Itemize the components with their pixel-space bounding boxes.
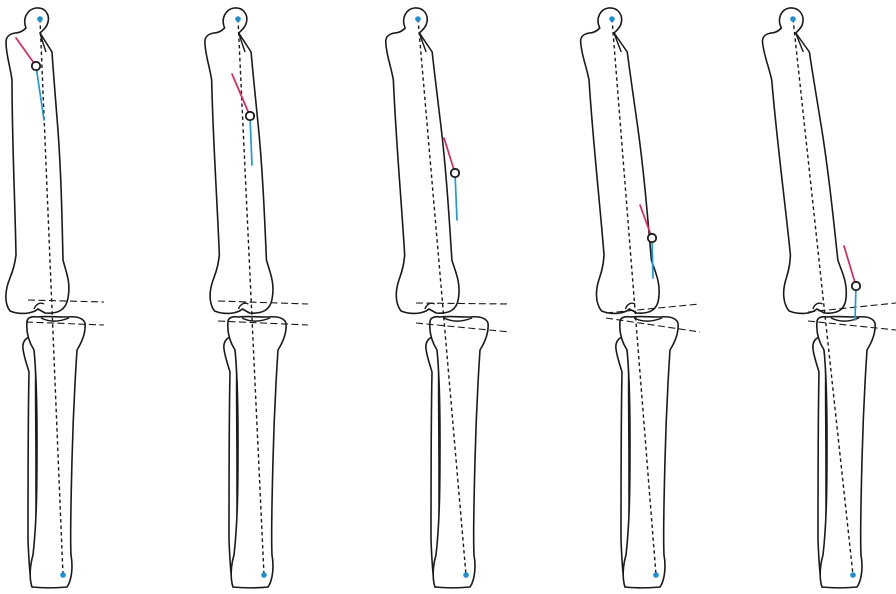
distal-segment-line-4 [651,237,654,279]
mechanical-axis-3 [417,18,467,576]
limb-panel-1 [5,7,105,589]
distal-femoral-joint-line-1 [27,299,105,303]
hip-center-dot-3 [415,16,421,22]
intercondylar-notch-4 [624,302,636,310]
femur-outline-4 [577,7,662,315]
distal-segment-line-2 [249,115,253,166]
intercondylar-notch-5 [812,302,823,310]
mechanical-axis-2 [237,18,265,576]
proximal-segment-line-3 [443,137,456,174]
ankle-center-dot-1 [60,572,66,578]
hip-center-dot-1 [37,16,43,22]
deformity-apex-marker-1 [30,60,42,72]
deformity-apex-marker-3 [449,167,461,179]
femur-3 [383,7,461,315]
femur-outline-3 [383,7,461,315]
proximal-segment-line-2 [231,73,251,117]
proximal-tibial-joint-line-4 [605,317,701,333]
deformity-apex-marker-5 [850,280,862,292]
tibial-plateau-5 [830,317,860,322]
distal-femoral-joint-line-2 [217,300,309,305]
femoral-neck-line-5 [795,32,805,53]
limb-panel-5 [758,7,896,589]
distal-segment-line-3 [454,172,458,221]
deformity-apex-marker-2 [244,110,256,122]
lower-leg-2 [223,315,287,589]
femur-2 [203,7,275,315]
proximal-segment-line-5 [843,245,857,287]
proximal-segment-line-1 [15,37,37,67]
ankle-center-dot-3 [463,572,469,578]
tibial-plateau-1 [40,317,70,322]
proximal-tibial-joint-line-5 [807,320,896,331]
femur-5 [758,7,850,315]
intercondylar-notch-1 [33,302,45,310]
hip-center-dot-2 [235,16,241,22]
lower-leg-3 [425,315,489,589]
ankle-center-dot-2 [261,572,267,578]
distal-femoral-joint-line-4 [605,303,701,314]
tibial-plateau-2 [241,317,271,322]
hip-center-dot-4 [609,16,615,22]
deformity-apex-marker-4 [646,232,658,244]
femur-outline-5 [758,7,850,315]
proximal-tibial-joint-line-2 [217,320,309,326]
intercondylar-notch-3 [424,302,436,310]
tibial-plateau-3 [443,317,473,322]
femur-4 [577,7,662,315]
proximal-tibial-joint-line-3 [415,322,511,333]
distal-segment-line-1 [35,65,45,121]
limb-panel-4 [577,7,701,589]
mechanical-axis-5 [792,18,854,576]
mechanical-axis-1 [39,18,64,576]
femur-outline-2 [203,7,275,315]
distal-segment-line-5 [854,285,857,321]
limb-panel-2 [203,7,309,589]
ankle-center-dot-5 [850,572,856,578]
distal-femoral-joint-line-3 [415,302,511,305]
distal-femoral-joint-line-5 [807,302,896,313]
mechanical-axis-4 [611,18,657,576]
lower-leg-4 [615,315,679,589]
lower-leg-5 [812,315,876,589]
proximal-segment-line-4 [639,204,653,239]
hip-center-dot-5 [790,16,796,22]
intercondylar-notch-2 [237,302,249,310]
limb-panel-3 [383,7,511,589]
ankle-center-dot-4 [653,572,659,578]
femur-outline-1 [5,7,70,315]
femur-1 [5,7,70,315]
lower-leg-1 [22,315,86,589]
proximal-tibial-joint-line-1 [25,321,105,326]
femoral-neck-line-4 [613,32,622,53]
